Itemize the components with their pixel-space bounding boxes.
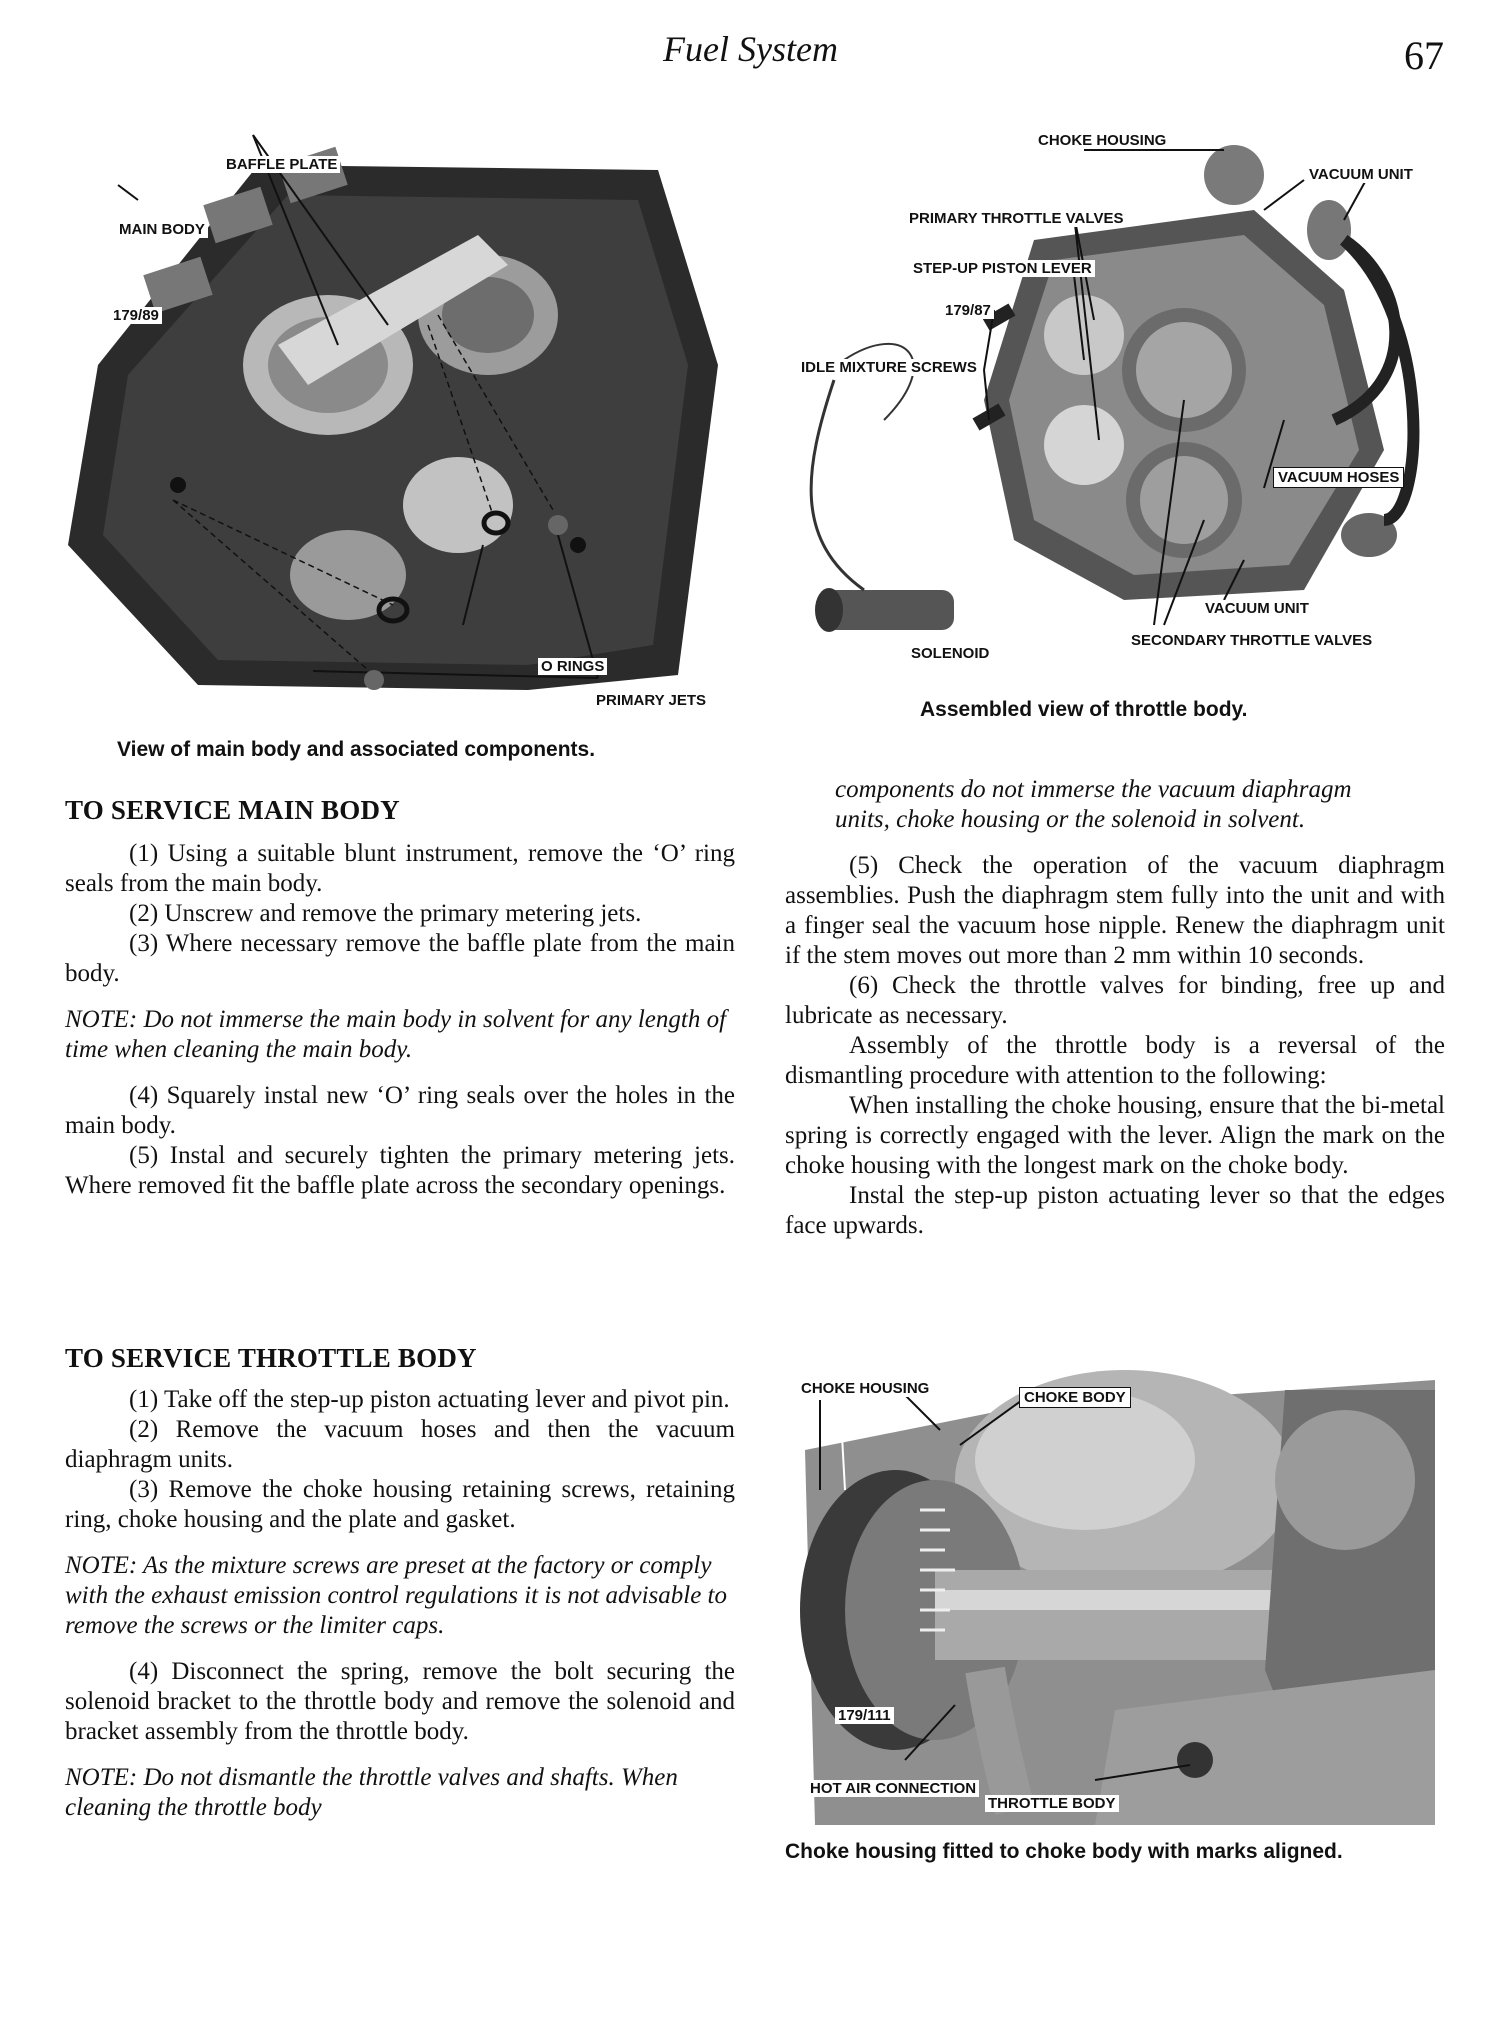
throttle-body-caption: Assembled view of throttle body. [920, 698, 1248, 721]
label-vacuum-unit-top: VACUUM UNIT [1306, 166, 1416, 183]
throttle-step-3: (3) Remove the choke housing retaining s… [65, 1476, 735, 1533]
label-primary-throttle-valves: PRIMARY THROTTLE VALVES [906, 210, 1127, 227]
running-head: Fuel System [663, 29, 838, 69]
main-body-step-3: (3) Where necessary remove the baffle pl… [65, 930, 735, 987]
label-main-body: MAIN BODY [116, 221, 208, 238]
main-body-figure: BAFFLE PLATE MAIN BODY 179/89 O RINGS PR… [58, 115, 738, 715]
page-number: 67 [1404, 33, 1444, 78]
main-body-step-4: (4) Squarely instal new ‘O’ ring seals o… [65, 1082, 735, 1139]
label-baffle-plate: BAFFLE PLATE [223, 156, 341, 173]
main-body-step-5: (5) Instal and securely tighten the prim… [65, 1142, 735, 1199]
label-hot-air-connection: HOT AIR CONNECTION [807, 1780, 980, 1797]
label-secondary-throttle-valves: SECONDARY THROTTLE VALVES [1128, 632, 1376, 649]
label-throttle-body: THROTTLE BODY [985, 1795, 1119, 1812]
left-column: TO SERVICE MAIN BODY (1) Using a suitabl… [65, 795, 735, 1201]
right-paragraph-1: (5) Check the operation of the vacuum di… [785, 852, 1445, 969]
throttle-note-2-continued: components do not immerse the vacuum dia… [835, 776, 1352, 833]
throttle-body-heading: TO SERVICE THROTTLE BODY [65, 1343, 477, 1373]
right-paragraph-3: Assembly of the throttle body is a rever… [785, 1032, 1445, 1089]
throttle-body-figure: CHOKE HOUSING VACUUM UNIT PRIMARY THROTT… [784, 120, 1436, 665]
label-o-rings: O RINGS [538, 658, 608, 675]
label-choke-body: CHOKE BODY [1019, 1387, 1131, 1408]
throttle-step-1: (1) Take off the step-up piston actuatin… [129, 1386, 730, 1413]
main-body-step-1: (1) Using a suitable blunt instrument, r… [65, 840, 735, 897]
main-body-step-2: (2) Unscrew and remove the primary meter… [129, 900, 642, 927]
label-vacuum-hoses: VACUUM HOSES [1273, 467, 1405, 488]
label-choke-housing: CHOKE HOUSING [798, 1380, 933, 1397]
label-primary-jets: PRIMARY JETS [593, 692, 710, 709]
right-paragraph-2: (6) Check the throttle valves for bindin… [785, 972, 1445, 1029]
label-idle-mixture-screws: IDLE MIXTURE SCREWS [798, 359, 980, 376]
choke-caption: Choke housing fitted to choke body with … [785, 1840, 1343, 1863]
main-body-caption: View of main body and associated compone… [117, 738, 596, 761]
throttle-note-2: NOTE: Do not dismantle the throttle valv… [65, 1764, 678, 1821]
figure-ref: 179/111 [835, 1707, 894, 1724]
choke-figure: CHOKE HOUSING CHOKE BODY 179/111 HOT AIR… [785, 1370, 1435, 1825]
label-choke-housing: CHOKE HOUSING [1035, 132, 1170, 149]
throttle-body-photo [809, 145, 1420, 632]
right-paragraph-5: Instal the step-up piston actuating leve… [785, 1182, 1445, 1239]
label-step-up-piston-lever: STEP-UP PISTON LEVER [910, 260, 1095, 277]
figure-ref: 179/87 [942, 302, 994, 319]
choke-photo [785, 1370, 1435, 1825]
throttle-step-2: (2) Remove the vacuum hoses and then the… [65, 1416, 735, 1473]
main-body-heading: TO SERVICE MAIN BODY [65, 795, 400, 825]
left-column-throttle: TO SERVICE THROTTLE BODY (1) Take off th… [65, 1343, 735, 1823]
throttle-step-4: (4) Disconnect the spring, remove the bo… [65, 1658, 735, 1745]
figure-ref: 179/89 [110, 307, 162, 324]
label-vacuum-unit-bottom: VACUUM UNIT [1202, 600, 1312, 617]
label-solenoid: SOLENOID [908, 645, 993, 662]
right-paragraph-4: When installing the choke housing, ensur… [785, 1092, 1445, 1179]
right-column: components do not immerse the vacuum dia… [785, 775, 1445, 1241]
main-body-note: NOTE: Do not immerse the main body in so… [65, 1006, 727, 1063]
main-body-photo [68, 134, 718, 690]
throttle-note-1: NOTE: As the mixture screws are preset a… [65, 1552, 727, 1639]
